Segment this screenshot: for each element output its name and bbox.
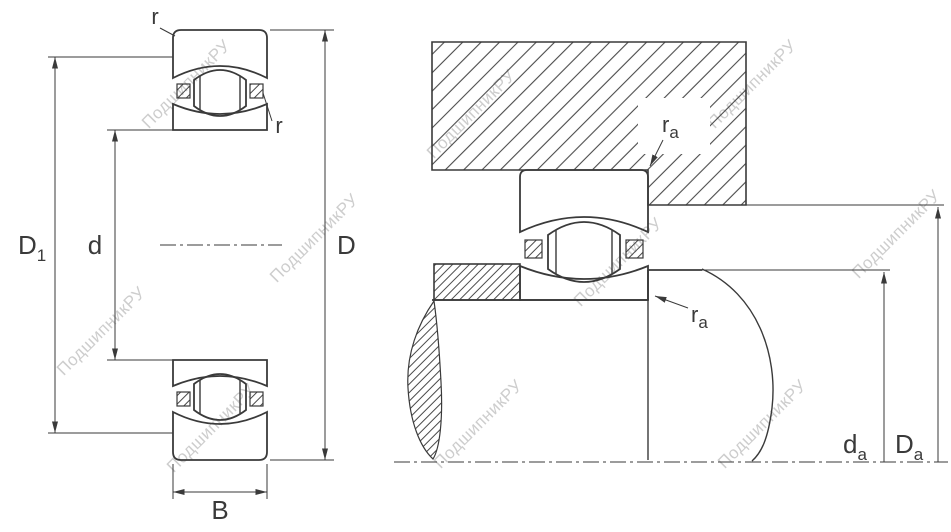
watermark: ПодшипникРУ xyxy=(570,214,666,310)
cage-section-bottom-right xyxy=(249,391,264,407)
watermark: ПодшипникРУ xyxy=(714,376,810,472)
label-bore-diameter-d: d xyxy=(88,230,102,260)
label-shaft-abutment-da: da xyxy=(843,429,867,464)
roller-edge-lines-mounted xyxy=(555,230,613,274)
right-mounting-view: ra ra da Da xyxy=(394,41,948,464)
label-chamfer-r-side: r xyxy=(275,113,282,138)
fillet-callout-shaft: ra xyxy=(654,295,708,332)
inner-ring-top-section xyxy=(172,102,268,131)
chamfer-callout-outer: r xyxy=(151,4,176,37)
cage-section-top-right xyxy=(249,83,264,99)
outer-ring-section-mounted xyxy=(519,169,649,234)
dimension-da: da xyxy=(702,269,890,464)
outer-ring-top-section xyxy=(172,29,268,80)
dimension-B: B xyxy=(172,464,268,525)
dimension-D: D xyxy=(270,29,356,461)
label-shoulder-diameter-D1: D1 xyxy=(18,230,46,265)
cage-section-mounted-right xyxy=(625,239,644,259)
watermark: ПодшипникРУ xyxy=(848,186,944,282)
watermark: ПодшипникРУ xyxy=(430,376,526,472)
roller-edge-lines-bottom xyxy=(199,380,241,414)
barrel-roller-bottom xyxy=(193,373,247,421)
label-outer-diameter-D: D xyxy=(337,230,356,260)
outer-ring-bottom-section xyxy=(172,410,268,461)
dimension-D1: D1 xyxy=(18,56,173,434)
cage-section-mounted-left xyxy=(524,239,543,259)
shaft-break-curve xyxy=(701,268,774,462)
label-chamfer-r-top: r xyxy=(151,4,158,29)
left-section-view: D D1 d B r r xyxy=(18,4,356,525)
cage-section-bottom-left xyxy=(176,391,191,407)
cage-section-top-left xyxy=(176,83,191,99)
shaft-outline xyxy=(407,268,774,462)
abutment-spacer-section xyxy=(433,263,521,301)
label-mask xyxy=(638,98,710,154)
dimension-d: d xyxy=(88,129,173,361)
label-housing-abutment-Da: Da xyxy=(895,429,924,464)
chamfer-callout-inner: r xyxy=(262,92,283,138)
watermark: ПодшипникРУ xyxy=(53,283,149,379)
dimension-Da: Da xyxy=(746,204,944,464)
label-fillet-ra-shaft: ra xyxy=(691,302,708,332)
shaft-broken-section xyxy=(407,299,443,460)
label-fillet-ra-housing: ra xyxy=(662,112,679,142)
roller-edge-lines-top xyxy=(199,76,241,110)
label-width-B: B xyxy=(211,495,228,525)
fillet-callout-housing: ra xyxy=(649,112,679,167)
barrel-roller-top xyxy=(193,69,247,117)
inner-ring-bottom-section xyxy=(172,359,268,388)
barrel-roller-mounted xyxy=(547,221,621,283)
